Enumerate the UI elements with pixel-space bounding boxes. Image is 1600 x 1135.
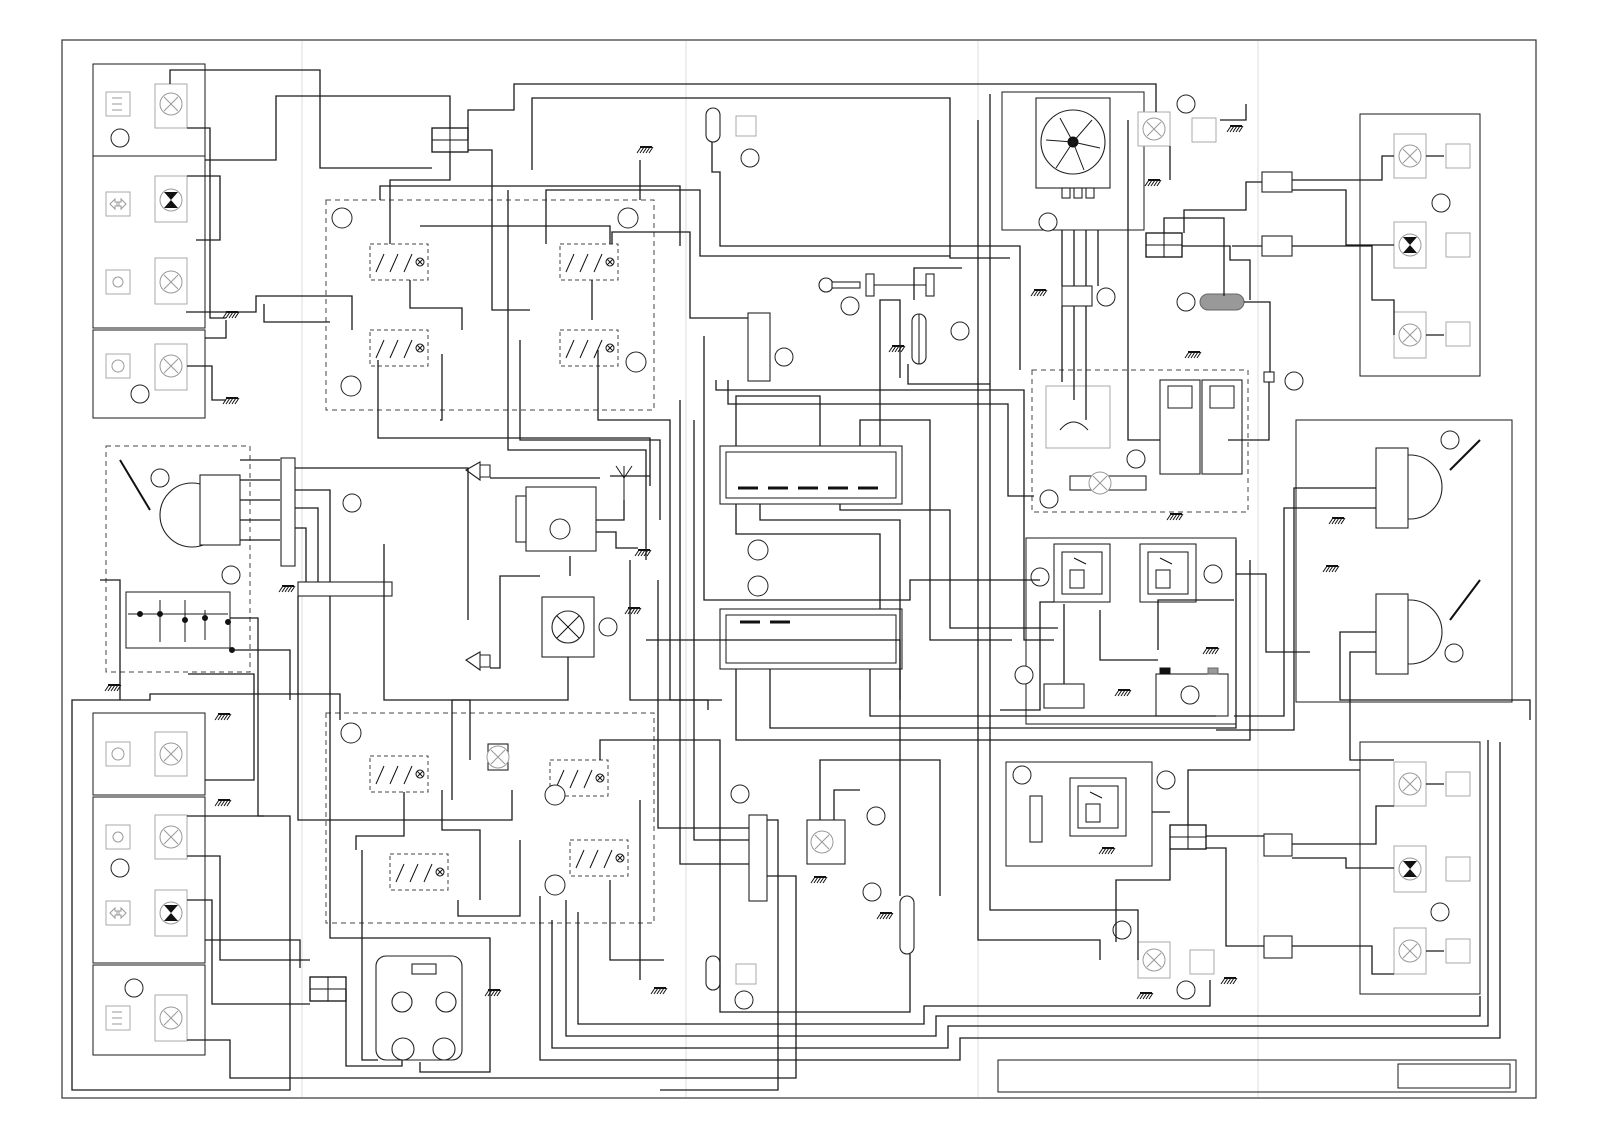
side-light-icon	[105, 824, 183, 850]
title-block	[997, 1059, 1517, 1093]
battery-icon	[1155, 667, 1229, 717]
terminal-strip	[280, 457, 393, 597]
switch-group-icon	[325, 712, 655, 924]
fuel-sender	[375, 955, 463, 1061]
ground-icon	[222, 397, 240, 405]
ground-icon	[104, 684, 122, 692]
wiring-harness	[71, 69, 1531, 1091]
connector-icon	[1261, 171, 1293, 257]
fog-light-icon	[105, 741, 183, 767]
ground-icon	[214, 713, 232, 721]
connector-icon	[1263, 833, 1293, 959]
terminal-block	[730, 784, 768, 902]
ground-icon	[278, 585, 296, 593]
side-light-icon	[1137, 94, 1217, 147]
ground-icon	[222, 311, 240, 319]
ground-icon	[1184, 351, 1202, 359]
outer-frame	[61, 39, 1537, 1099]
ground-icon	[484, 989, 502, 997]
distributor-icon	[1031, 369, 1249, 513]
lamp-unit	[541, 596, 618, 658]
side-light-icon	[105, 269, 183, 295]
front-right-light-cluster	[1359, 113, 1481, 377]
terminal-block	[747, 312, 794, 382]
dome-lamp	[705, 107, 760, 168]
ground-icon	[214, 799, 232, 807]
ground-icon	[624, 607, 642, 615]
sensor-icon	[1176, 292, 1304, 391]
ground-icon	[1322, 565, 1340, 573]
connector-icon	[431, 127, 469, 153]
headlight-icon	[105, 91, 183, 117]
ground-icon	[1030, 289, 1048, 297]
horn-icon	[464, 461, 491, 482]
rear-right-light-cluster	[1359, 741, 1481, 995]
ground-icon	[1114, 689, 1132, 697]
fuse-icon	[911, 313, 970, 365]
ground-icon	[1220, 977, 1238, 985]
instrument-cluster	[719, 445, 903, 670]
antenna-icon	[615, 465, 633, 500]
key-icon	[818, 273, 935, 316]
left-wiper-motor	[105, 445, 251, 673]
turn-signal-icon	[105, 900, 183, 926]
turn-signal-icon	[105, 188, 183, 217]
ground-icon	[1136, 992, 1154, 1000]
fog-light-icon	[105, 353, 183, 379]
ground-icon	[1144, 179, 1162, 187]
ground-icon	[636, 146, 654, 154]
connector-icon	[1169, 824, 1207, 850]
fuse-icon	[862, 882, 915, 955]
ground-icon	[1226, 125, 1244, 133]
connector-icon	[309, 976, 347, 1002]
headlight-icon	[105, 1005, 183, 1031]
ground-icon	[634, 549, 652, 557]
ground-icon	[810, 876, 828, 884]
ground-icon	[650, 987, 668, 995]
ground-icon	[1202, 647, 1220, 655]
brake-switch	[806, 806, 886, 865]
switch-group-icon	[325, 199, 655, 411]
relay-icon	[1005, 761, 1176, 867]
side-light-icon	[1112, 920, 1215, 1000]
rear-left-light-cluster	[92, 712, 206, 1056]
fan-icon	[1001, 91, 1145, 307]
connector-icon	[1145, 232, 1183, 258]
ground-icon	[1166, 513, 1184, 521]
ground-icon	[876, 912, 894, 920]
ground-icon	[1098, 847, 1116, 855]
ground-icon	[888, 345, 906, 353]
relay-icon	[1014, 537, 1237, 725]
wiper-motor-icon	[1295, 419, 1513, 703]
dome-lamp	[705, 955, 757, 1010]
radio-unit	[515, 486, 597, 552]
front-left-light-cluster	[92, 63, 206, 419]
horn-icon	[464, 651, 491, 672]
ground-icon	[1328, 517, 1346, 525]
